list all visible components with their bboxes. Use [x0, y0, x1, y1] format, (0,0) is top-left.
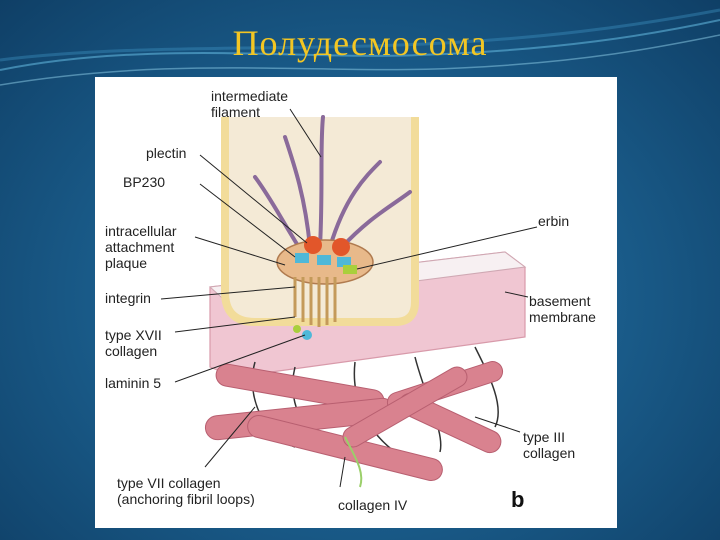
label-plaque: intracellular attachment plaque	[105, 223, 177, 271]
collagen-fibers	[204, 361, 504, 482]
label-type-xvii: type XVII	[105, 327, 162, 343]
label-intermediate-filament: intermediate filament	[211, 88, 288, 120]
label-integrin: integrin	[105, 290, 151, 306]
plectin-blob-1	[304, 236, 322, 254]
bp230-block-3	[337, 257, 351, 267]
label-membrane: membrane	[529, 309, 596, 325]
collagen-iv-strand	[344, 436, 363, 488]
intermediate-filaments	[253, 115, 412, 251]
erbin-block	[343, 265, 357, 274]
label-erbin: erbin	[538, 213, 570, 229]
laminin-5-blob	[302, 330, 312, 340]
label-intracellular: intracellular	[105, 223, 177, 239]
label-filament: filament	[211, 104, 261, 120]
label-type-vii-collagen: type VII collagen (anchoring fibril loop…	[117, 475, 255, 507]
plectin-blob-2	[332, 238, 350, 256]
label-type-iii: type III	[523, 429, 566, 445]
label-basement: basement	[529, 293, 591, 309]
label-type-xvii-collagen: type XVII collagen	[105, 327, 162, 359]
bp230-block-1	[295, 253, 309, 263]
label-plectin: plectin	[146, 145, 187, 161]
label-anchoring-fibril-loops: (anchoring fibril loops)	[117, 491, 255, 507]
type-xvii-blob	[293, 325, 301, 333]
label-attachment: attachment	[105, 239, 175, 255]
diagram-illustration	[160, 108, 538, 488]
cell-membrane	[221, 117, 419, 326]
bp230-block-2	[317, 255, 331, 265]
label-laminin-5: laminin 5	[105, 375, 162, 391]
label-type-xvii-collagen-word: collagen	[105, 343, 158, 359]
background-swirl	[0, 8, 720, 86]
label-basement-membrane: basement membrane	[529, 293, 596, 325]
label-bp230: BP230	[123, 174, 166, 190]
hemidesmosome-diagram: intermediate filament plectin BP230 intr…	[95, 77, 617, 528]
slide-title: Полудесмосома	[232, 23, 488, 63]
label-plaque-word: plaque	[105, 255, 148, 271]
integrin-stalks	[293, 277, 337, 327]
leader-lines	[160, 108, 538, 488]
label-intermediate: intermediate	[211, 88, 289, 104]
label-type-iii-collagen: type III collagen	[523, 429, 575, 461]
label-type-vii: type VII collagen	[117, 475, 221, 491]
label-type-iii-collagen-word: collagen	[523, 445, 576, 461]
label-collagen-iv: collagen IV	[338, 497, 408, 513]
panel-letter: b	[511, 487, 525, 512]
